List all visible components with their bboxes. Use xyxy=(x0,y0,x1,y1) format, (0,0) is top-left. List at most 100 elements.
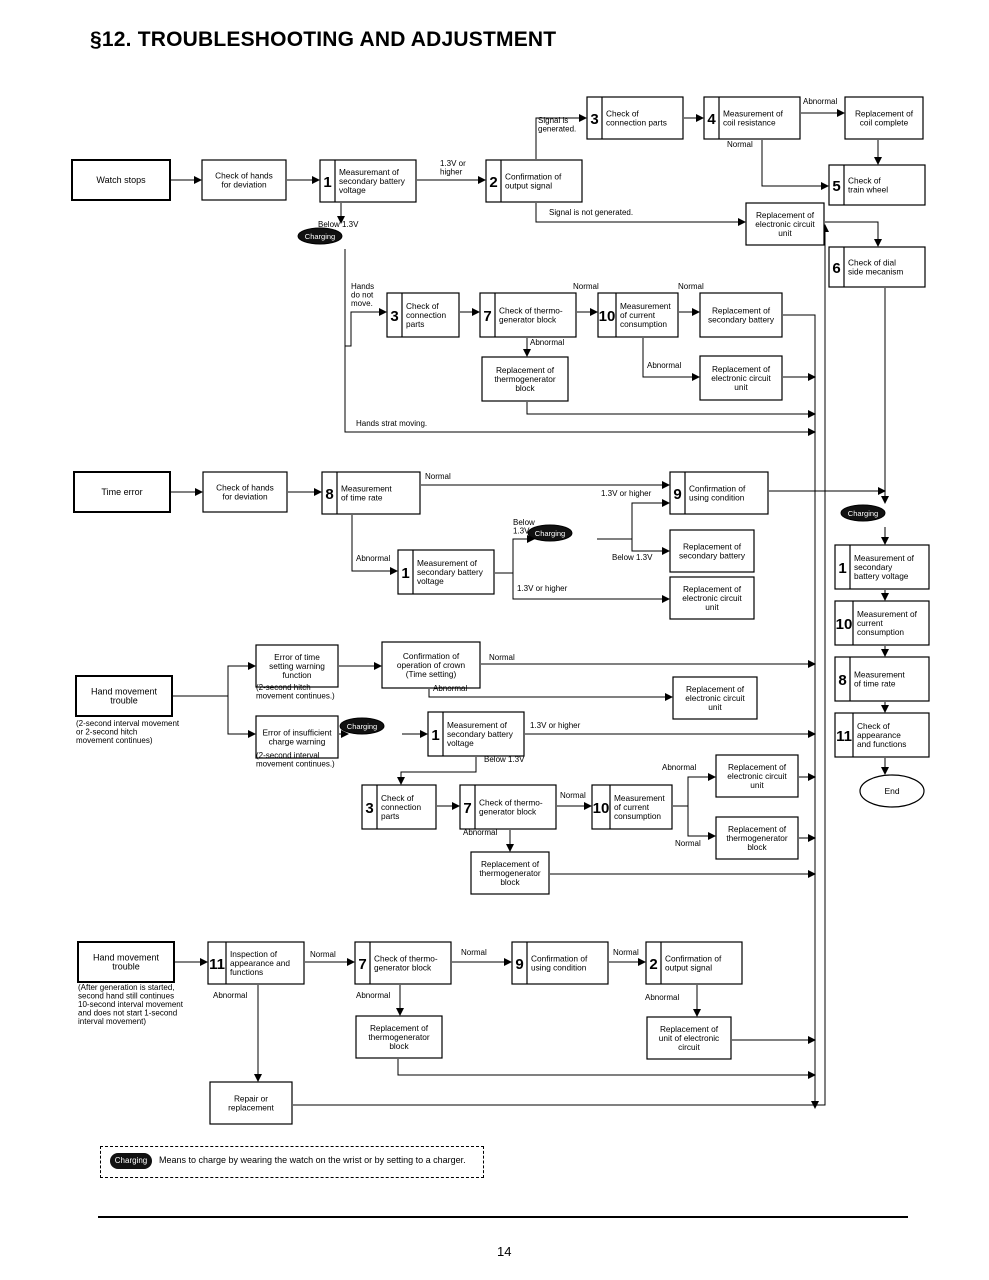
step-box-frame xyxy=(646,1016,732,1060)
step-text: Replacement of xyxy=(756,210,815,220)
step-number: 11 xyxy=(209,956,225,973)
step-number: 10 xyxy=(593,800,610,817)
step-text: for deviation xyxy=(221,180,267,190)
step-text: charge warning xyxy=(269,737,326,747)
step-box-frame xyxy=(73,471,171,513)
flow-label: Hands strat moving. xyxy=(356,419,427,428)
charging-badge: Charging xyxy=(297,227,343,245)
step-text: Inspection of xyxy=(230,949,278,959)
step-box-frame xyxy=(355,1015,443,1059)
flow-arrow xyxy=(535,114,587,159)
step-text: Measurement of xyxy=(417,558,478,568)
step-text: Check of thermo- xyxy=(479,798,543,808)
step-text: Confirmation of xyxy=(505,172,562,182)
step-number: 8 xyxy=(325,486,333,503)
flow-arrow xyxy=(227,696,256,738)
step-box-frame xyxy=(386,292,460,338)
step-text: Confirmation of xyxy=(665,954,722,964)
step-text: train wheel xyxy=(848,185,888,195)
step-number: 10 xyxy=(836,616,853,633)
step-text: appearance xyxy=(857,730,901,740)
step-text: (Time setting) xyxy=(406,669,457,679)
flow-label: Abnormal xyxy=(213,991,247,1000)
step-text: side mecanism xyxy=(848,267,903,277)
step-text: thermogenerator xyxy=(368,1032,430,1042)
charging-pill-shape xyxy=(297,227,343,245)
flow-label: Abnormal xyxy=(803,97,837,106)
charging-pill-shape xyxy=(527,524,573,542)
step-text: of current xyxy=(620,310,656,320)
step-text: of time rate xyxy=(341,493,383,503)
step-box-frame xyxy=(470,851,550,895)
flow-arrow xyxy=(397,1059,816,1079)
step-box-frame xyxy=(669,576,755,620)
step-text: Measurement of xyxy=(447,720,508,730)
step-text: generator block xyxy=(479,807,537,817)
step-number: 6 xyxy=(832,260,840,277)
step-box-frame xyxy=(703,96,801,140)
step-text: Confirmation of xyxy=(403,651,460,661)
step-text: secondary battery xyxy=(417,567,484,577)
step-text: block xyxy=(389,1041,409,1051)
charging-badge: Charging xyxy=(527,524,573,542)
flow-label: Below 1.3V xyxy=(484,755,525,764)
step-box-frame xyxy=(459,784,557,830)
charging-label: Charging xyxy=(848,509,878,518)
end-label: End xyxy=(884,786,899,796)
flow-label: Normal xyxy=(310,950,336,959)
step-number: 7 xyxy=(463,800,471,817)
step-text: Check of xyxy=(406,301,439,311)
step-text: Repair or xyxy=(234,1094,268,1104)
step-box-frame xyxy=(511,941,609,985)
step-text: Measurement xyxy=(620,301,671,311)
step-box-frame xyxy=(828,246,926,288)
step-text: using condition xyxy=(689,493,745,503)
step-box-frame xyxy=(77,941,175,983)
step-number: 4 xyxy=(707,111,716,128)
flow-label: Normal xyxy=(560,791,586,800)
step-box-frame xyxy=(672,676,758,720)
step-text: Hand movement xyxy=(91,687,158,697)
step-text: electronic circuit xyxy=(711,373,771,383)
step-text: current xyxy=(857,618,884,628)
step-text: and functions xyxy=(857,739,906,749)
step-text: Replacement of xyxy=(683,584,742,594)
step-box-frame xyxy=(834,712,930,758)
step-text: Check of thermo- xyxy=(374,954,438,964)
step-text: Replacement of xyxy=(712,306,771,316)
step-text: electronic circuit xyxy=(682,593,742,603)
flow-label: Abnormal xyxy=(662,763,696,772)
step-text: Measurement xyxy=(854,670,905,680)
step-number: 7 xyxy=(483,308,491,325)
step-text: Check of thermo- xyxy=(499,306,563,316)
flow-label: Below 1.3V xyxy=(612,553,653,562)
charging-pill-shape xyxy=(840,504,886,522)
step-number: 10 xyxy=(599,308,616,325)
step-text: for deviation xyxy=(222,492,268,502)
flow-label: Normal xyxy=(678,282,704,291)
flow-label: 1.3V or higher xyxy=(517,584,568,593)
step-text: functions xyxy=(230,967,263,977)
step-box-frame xyxy=(669,529,755,573)
step-box-watch-stops: Watch stops xyxy=(71,159,171,201)
step-text: voltage xyxy=(339,185,366,195)
step-text: operation of crown xyxy=(397,660,466,670)
step-box-frame xyxy=(427,711,525,757)
